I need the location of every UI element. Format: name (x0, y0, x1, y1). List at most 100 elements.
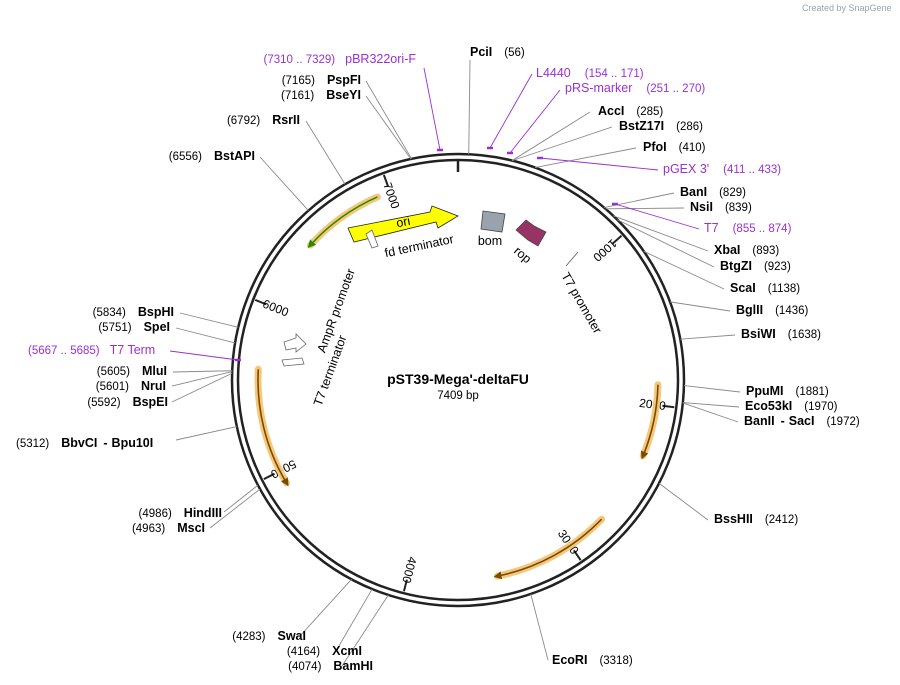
enzyme-site-label[interactable]: PpuMI(1881) (746, 384, 829, 398)
enzyme-site-label[interactable]: PciI(56) (470, 45, 525, 59)
orf-arc[interactable] (307, 196, 378, 249)
enzyme-site-label[interactable]: BstZ17I(286) (619, 119, 703, 133)
enzyme-leader (175, 426, 237, 441)
t7-promoter-arrow (565, 251, 579, 267)
enzyme-name: HindIII (184, 506, 222, 520)
enzyme-site-label[interactable]: BsiWI(1638) (741, 327, 821, 341)
enzyme-site-label[interactable]: (7161)BseYI (281, 88, 361, 102)
orf-arc[interactable] (257, 369, 289, 487)
enzyme-site-label[interactable]: (4164)XcmI (287, 644, 362, 658)
enzyme-site-label[interactable]: NsiI(839) (690, 200, 752, 214)
primer-label[interactable]: pRS-marker(251 .. 270) (565, 81, 705, 95)
enzyme-position: (4963) (132, 523, 165, 535)
enzyme-leader (617, 219, 715, 268)
enzyme-site-label[interactable]: AccI(285) (598, 104, 663, 118)
enzyme-site-label[interactable]: (5601) NruI (96, 379, 166, 393)
enzyme-site-label[interactable]: BanI(829) (680, 185, 746, 199)
enzyme-leader (605, 207, 685, 210)
enzyme-leader (223, 484, 259, 513)
enzyme-site-label[interactable]: (4074)BamHI (288, 659, 373, 673)
tick-label: 4000 (399, 555, 419, 585)
enzyme-site-label[interactable]: (5834)BspHI (93, 305, 174, 319)
enzyme-position: (3318) (599, 655, 632, 667)
enzyme-site-label[interactable]: (5592)BspEI (87, 395, 168, 409)
enzyme-site-label[interactable]: (6556)BstAPI (169, 149, 255, 163)
enzyme-position: (1881) (796, 386, 829, 398)
enzyme-leader (682, 402, 740, 408)
enzyme-leader (365, 80, 412, 160)
feature-t7-promoter[interactable]: T7 promoter (558, 251, 605, 336)
enzyme-name: NruI (141, 379, 166, 393)
enzyme-leader (172, 370, 233, 373)
enzyme-position: (285) (636, 106, 663, 118)
feature-rop[interactable]: rop (511, 219, 547, 266)
enzyme-leader (299, 579, 352, 637)
enzyme-position: (839) (725, 202, 752, 214)
enzyme-site-label[interactable]: (7165)PspFI (282, 73, 361, 87)
tick-label: 6000 (261, 297, 291, 320)
enzyme-site-label[interactable]: (6792)RsrII (227, 113, 300, 127)
enzyme-site-label[interactable]: (5312)BbvCI-Bpu10I (16, 436, 153, 450)
primer-leader (489, 73, 533, 149)
enzyme-name: MluI (142, 364, 167, 378)
enzyme-site-label[interactable]: EcoRI(3318) (552, 653, 633, 667)
enzyme-site-label[interactable]: XbaI(893) (714, 243, 779, 257)
enzyme-position: (5601) (96, 381, 129, 393)
orf-arcs (254, 193, 662, 580)
enzyme-leader (669, 301, 731, 312)
enzyme-site-label[interactable]: (5751)SpeI (98, 320, 170, 334)
enzyme-position: (5592) (87, 397, 120, 409)
site-labels: PciI(56) AccI(285)BstZ17I(286) PfoI(410) Ba… (16, 45, 860, 673)
enzyme-leader (335, 588, 373, 652)
enzyme-site-label[interactable]: ScaI(1138) (730, 281, 800, 295)
enzyme-leader (365, 95, 412, 160)
enzyme-name: BglII (736, 303, 763, 317)
enzyme-position: (5312) (16, 438, 49, 450)
enzyme-name: BsiWI (741, 327, 776, 341)
enzyme-name: BspHI (138, 305, 174, 319)
enzyme-site-label[interactable]: BglII (1436) (736, 303, 809, 317)
enzyme-position: (923) (764, 261, 791, 273)
enzyme-site-label[interactable]: (4283)SwaI (232, 629, 306, 643)
primer-label[interactable]: L4440(154 .. 171) (536, 66, 644, 80)
enzyme-site-label[interactable]: BtgZI(923) (720, 259, 791, 273)
enzyme-site-label[interactable]: (5605)MluI (97, 364, 167, 378)
primer-leader (423, 67, 441, 151)
tick-mark (263, 472, 275, 481)
enzyme-position: (1436) (775, 305, 808, 317)
feature-label-ori: ori (395, 214, 411, 230)
primer-label[interactable]: pGEX 3' (411 .. 433) (663, 162, 781, 176)
primer-name: T7 (704, 221, 719, 235)
primer-label[interactable]: (7310 .. 7329)pBR322ori-F (264, 52, 417, 66)
primer-name: T7 Term (110, 343, 156, 357)
primer-range: (411 .. 433) (723, 164, 781, 176)
enzyme-site-label[interactable]: Eco53kI(1970) (745, 399, 838, 413)
enzyme-position: (4283) (232, 631, 265, 643)
primer-range: (251 .. 270) (646, 83, 705, 95)
label-leaders (169, 59, 741, 667)
enzyme-name: BssHII (714, 512, 753, 526)
enzyme-position: (6792) (227, 115, 260, 127)
enzyme-site-label[interactable]: BanII-SacI(1972) (744, 414, 860, 428)
enzyme-site-label[interactable]: BssHII(2412) (714, 512, 798, 526)
orf-arc[interactable] (640, 384, 659, 460)
enzyme-site-label[interactable]: (4986)HindIII (139, 506, 222, 520)
enzyme-leader (643, 250, 725, 290)
enzyme-leader (683, 385, 741, 393)
ampr-promoter-arrow (283, 333, 307, 353)
enzyme-position: (829) (719, 187, 746, 199)
orf-arc-glow (639, 381, 662, 460)
primer-label[interactable]: T7(855 .. 874) (704, 221, 792, 235)
primer-name: pGEX 3' (663, 162, 709, 176)
primer-label[interactable]: (5667 .. 5685)T7 Term (28, 343, 155, 357)
enzyme-site-label[interactable]: PfoI(410) (643, 140, 706, 154)
enzyme-site-label[interactable]: (4963)MscI (132, 521, 205, 535)
feature-bom[interactable]: bom (478, 210, 506, 248)
enzyme-leader (341, 594, 389, 667)
primer-leader (169, 350, 239, 361)
enzyme-position: (4164) (287, 646, 320, 658)
enzyme-name: PfoI (643, 140, 667, 154)
tick-label: 7000 (380, 181, 402, 211)
orf-arc[interactable] (493, 518, 603, 580)
